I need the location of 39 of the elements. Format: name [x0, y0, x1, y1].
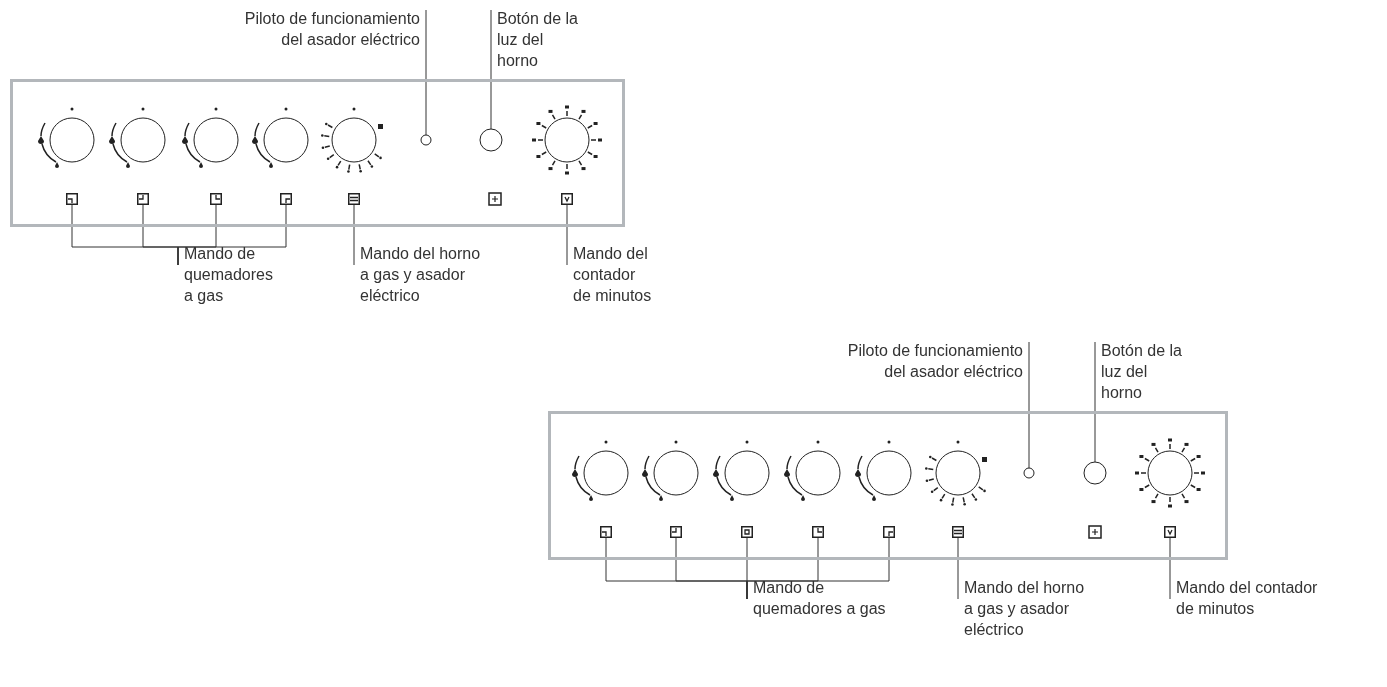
burner-symbol-icon	[66, 193, 78, 205]
callout-label: Piloto de funcionamiento del asador eléctrico	[829, 340, 1029, 382]
callout-label: Mando del contador de minutos	[1170, 577, 1326, 619]
leader-line	[177, 204, 287, 266]
leader-line	[1169, 537, 1171, 600]
light-button	[1083, 461, 1107, 485]
callout-label: Mando del contador de minutos	[567, 243, 653, 306]
leader-line	[425, 9, 427, 136]
burner-symbol-icon	[280, 193, 292, 205]
oven-symbol-icon	[348, 193, 360, 205]
burner-symbol-icon	[883, 526, 895, 538]
timer-symbol-icon	[1164, 526, 1176, 538]
oven-symbol-icon	[952, 526, 964, 538]
control-panel	[548, 411, 1228, 560]
callout-label: Mando de quemadores a gas	[747, 577, 893, 619]
burner-symbol-icon	[210, 193, 222, 205]
pilot-light	[420, 134, 432, 146]
leader-line	[490, 9, 492, 130]
callout-label: Piloto de funcionamiento del asador eléctrico	[226, 8, 426, 50]
burner-symbol-icon	[741, 526, 753, 538]
callout-label: Mando del horno a gas y asador eléctrico	[958, 577, 1089, 640]
burner-symbol-icon	[670, 526, 682, 538]
leader-line	[1094, 341, 1096, 463]
callout-label: Mando del horno a gas y asador eléctrico	[354, 243, 485, 306]
callout-label: Botón de la luz del horno	[491, 8, 587, 71]
leader-line	[353, 204, 355, 266]
callout-label: Botón de la luz del horno	[1095, 340, 1191, 403]
timer-symbol-icon	[561, 193, 573, 205]
control-panel	[10, 79, 625, 227]
callout-label: Mando de quemadores a gas	[178, 243, 279, 306]
burner-symbol-icon	[812, 526, 824, 538]
leader-line	[957, 537, 959, 600]
pilot-light	[1023, 467, 1035, 479]
leader-line	[1028, 341, 1030, 469]
light-button	[479, 128, 503, 152]
leader-line	[566, 204, 568, 266]
leader-line	[746, 537, 890, 600]
burner-symbol-icon	[600, 526, 612, 538]
burner-symbol-icon	[137, 193, 149, 205]
